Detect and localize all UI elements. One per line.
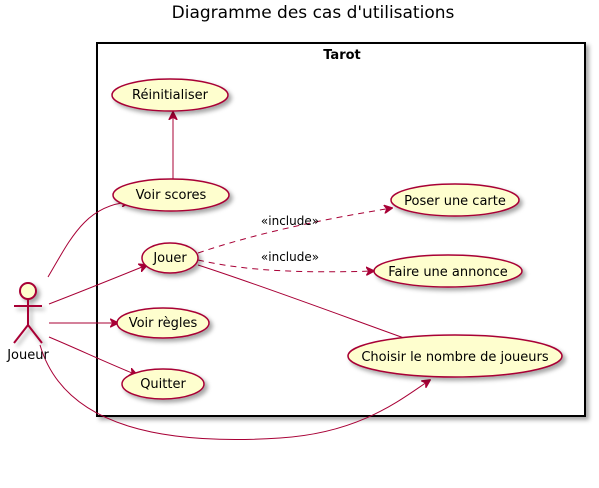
use-case-quitter[interactable]: Quitter <box>121 368 205 400</box>
use-case-choisir-joueurs[interactable]: Choisir le nombre de joueurs <box>347 334 563 378</box>
edge-joueur-voir-scores <box>47 202 130 278</box>
use-case-faire-annonce[interactable]: Faire une annonce <box>373 254 523 288</box>
actor-label: Joueur <box>6 348 49 363</box>
include-label-faire-annonce: «include» <box>261 250 319 264</box>
use-case-label: Quitter <box>140 377 186 392</box>
use-case-label: Jouer <box>152 251 187 266</box>
use-case-jouer[interactable]: Jouer <box>141 242 199 274</box>
actor-joueur[interactable]: Joueur <box>6 282 49 363</box>
edge-jouer-choisir <box>197 264 405 339</box>
use-case-label: Voir règles <box>129 316 198 331</box>
edge-joueur-choisir <box>39 344 430 440</box>
edge-jouer-poser-carte <box>197 208 392 254</box>
use-case-label: Choisir le nombre de joueurs <box>361 350 549 365</box>
include-label-poser-carte: «include» <box>261 214 319 228</box>
edge-joueur-jouer <box>48 265 147 305</box>
edge-jouer-faire-annonce <box>197 259 374 272</box>
diagram-title: Diagramme des cas d'utilisations <box>172 3 455 23</box>
system-title: Tarot <box>323 48 361 63</box>
use-case-label: Poser une carte <box>404 194 506 209</box>
use-case-voir-scores[interactable]: Voir scores <box>112 178 230 212</box>
use-case-poser-carte[interactable]: Poser une carte <box>390 183 520 217</box>
use-case-label: Faire une annonce <box>388 265 507 280</box>
use-case-voir-regles[interactable]: Voir règles <box>116 307 210 339</box>
use-case-label: Réinitialiser <box>132 88 209 103</box>
edge-joueur-quitter <box>48 336 137 375</box>
use-case-reinitialiser[interactable]: Réinitialiser <box>111 78 229 112</box>
use-case-label: Voir scores <box>136 188 207 203</box>
stick-figure-icon <box>13 282 43 344</box>
